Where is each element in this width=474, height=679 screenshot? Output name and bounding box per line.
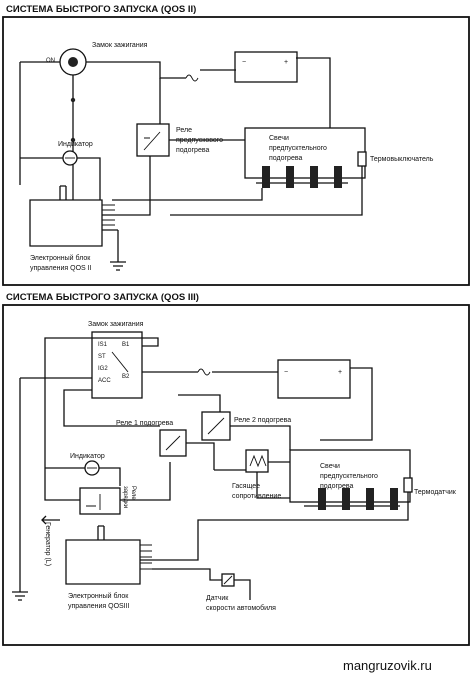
wire-relay-ecu — [100, 156, 151, 216]
speed-sensor-label-line2: скорости автомобиля — [206, 604, 276, 612]
ecu-2-pins — [140, 544, 152, 570]
wire-left-bus-2 — [19, 377, 92, 580]
diagram2-title: СИСТЕМА БЫСТРОГО ЗАПУСКА (QOS III) — [6, 292, 199, 303]
glow-plugs-1-line3: подогрева — [269, 155, 302, 162]
glow-plugs-2-line3: подогрева — [320, 483, 353, 490]
relay-1-contact — [143, 131, 161, 151]
wire-relay-bus — [178, 394, 221, 412]
generator-arrow — [41, 515, 60, 525]
term-acc: ACC — [98, 378, 111, 384]
ecu-1-body — [29, 199, 103, 247]
glow-plug-1a — [262, 166, 270, 188]
wire-relay1-resistor — [186, 442, 215, 470]
wire-fusible-link-2 — [197, 368, 211, 376]
wire-speed-sensor — [152, 568, 251, 600]
generator-label: Генератор (L) — [44, 522, 51, 566]
dropping-resistor — [245, 449, 269, 473]
ignition-switch-core — [68, 57, 78, 67]
battery-1-plus: + — [284, 59, 288, 66]
wire-thermosensor — [140, 492, 409, 561]
battery-2-plus: + — [338, 369, 342, 376]
junction-1 — [70, 97, 76, 103]
ecu-1-connector — [59, 185, 67, 200]
glow-plug-2d — [390, 488, 398, 510]
ecu-2-label-line1: Электронный блок — [68, 592, 129, 600]
term-ig2: IG2 — [98, 366, 108, 372]
wire-acc-relay1 — [63, 389, 160, 427]
wire-plugs-ecu — [112, 188, 263, 201]
glow-plugs-1-line1: Свечи — [269, 135, 289, 142]
indicator-2-label: Индикатор — [70, 453, 105, 460]
thermoswitch-1-label: Термовыключатель — [370, 156, 434, 163]
term-b1: B1 — [122, 342, 130, 348]
glow-plug-2c — [366, 488, 374, 510]
on-label: ON — [46, 58, 55, 64]
wire-charge-relay — [60, 462, 171, 501]
thermoswitch-1 — [357, 151, 367, 167]
ecu-2-connector — [97, 525, 105, 540]
thermosensor-label: Термодатчик — [414, 489, 457, 496]
glow-plug-1c — [310, 166, 318, 188]
diagram2-frame — [2, 304, 470, 646]
wire-resistor-plugs — [214, 461, 292, 499]
speed-sensor-label-line1: Датчик — [206, 595, 229, 602]
wire-fusible-link-1 — [185, 74, 199, 82]
relay-2a-contact — [165, 435, 181, 451]
relay-1-label-line1: Реле — [176, 127, 192, 134]
term-st: ST — [98, 354, 106, 360]
battery-2-minus: − — [284, 369, 288, 376]
glow-plugs-1-line2: предпусктельного — [269, 145, 327, 152]
wire-indicator-2 — [45, 467, 121, 486]
watermark: mangruzovik.ru — [343, 658, 432, 673]
ignition-switch-2-arm — [111, 351, 129, 373]
charge-relay-label-line1: Реле — [130, 486, 136, 500]
ignition-switch-label: Замок зажигания — [92, 42, 148, 49]
relay-1-label-line3: подогрева — [176, 147, 209, 154]
relay-2a-label: Реле 1 подогрева — [116, 420, 173, 427]
dropping-resistor-coil — [249, 454, 267, 468]
glow-plugs-2-line2: предпусктельного — [320, 473, 378, 480]
glow-plug-1b — [286, 166, 294, 188]
glow-plug-2b — [342, 488, 350, 510]
wire-relay2-plugs — [230, 425, 291, 450]
ecu-1-pins — [102, 204, 115, 231]
diagram1-title: СИСТЕМА БЫСТРОГО ЗАПУСКА (QOS II) — [6, 4, 196, 15]
ecu-1-label-line2: управления QOS II — [30, 265, 92, 272]
glow-plugs-2-line1: Свечи — [320, 463, 340, 470]
ecu-2-body — [65, 539, 141, 585]
wire-ign2-top — [44, 337, 159, 501]
battery-1-minus: − — [242, 59, 246, 66]
ecu-2-label-line2: управления QOSIII — [68, 603, 130, 610]
wire-left-bus — [19, 61, 60, 185]
battery-2 — [277, 359, 351, 399]
wire-ign-battery — [86, 61, 236, 79]
term-is1: IS1 — [98, 342, 108, 348]
wire-indicator — [20, 157, 101, 200]
ignition-switch-2-box — [91, 331, 143, 399]
ground-2-symbol — [12, 591, 28, 601]
indicator-1-label: Индикатор — [58, 141, 93, 148]
speed-sensor-slash — [223, 575, 233, 585]
wire-battery-2-plus — [320, 367, 373, 441]
diagram-qos2: СИСТЕМА БЫСТРОГО ЗАПУСКА (QOS II) Замок … — [2, 4, 470, 286]
relay-2b-label: Реле 2 подогрева — [234, 417, 291, 424]
glow-plug-1d — [334, 166, 342, 188]
term-b2: B2 — [122, 374, 130, 380]
glow-plug-2a — [318, 488, 326, 510]
relay-2b-contact — [207, 417, 225, 435]
charge-relay-coil — [86, 494, 101, 510]
diagram-qos3: СИСТЕМА БЫСТРОГО ЗАПУСКА (QOS III) Замок… — [2, 292, 470, 646]
ignition-switch-2-label: Замок зажигания — [88, 321, 144, 328]
resistor-label-line1: Гасящее — [232, 483, 260, 490]
diagram1-frame — [2, 16, 470, 286]
ground-1-symbol — [110, 261, 126, 271]
wire-thermoswitch — [170, 166, 363, 216]
battery-1 — [234, 51, 298, 83]
thermosensor-2 — [403, 477, 413, 493]
ecu-1-label-line1: Электронный блок — [30, 254, 91, 262]
charge-relay-label-line2: зарядки — [122, 486, 128, 508]
junction-2 — [70, 137, 76, 143]
